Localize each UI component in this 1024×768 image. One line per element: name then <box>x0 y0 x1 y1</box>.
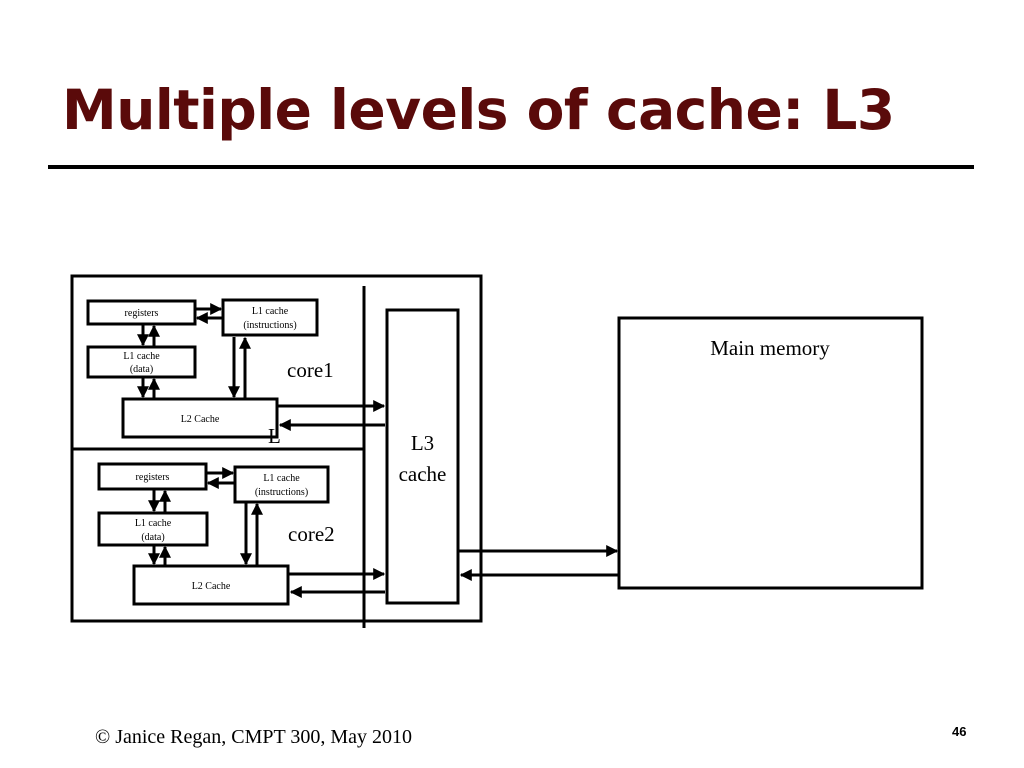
core1-registers-box <box>86 299 197 326</box>
core2-l2-label: L2 Cache <box>192 581 231 592</box>
core2-l1-data-line1: L1 cache <box>135 518 172 529</box>
slide-title: Multiple levels of cache: L3 <box>62 78 895 142</box>
stray-label: L <box>268 424 281 448</box>
core2-l1-instructions-box <box>233 465 330 504</box>
core2-l1-instructions-line1: L1 cache <box>263 473 300 484</box>
core1-l1-instructions-box <box>221 298 319 337</box>
core2-l1-data-box <box>97 511 209 547</box>
core1-group: registers L1 cache (instructions) L1 cac… <box>86 298 386 448</box>
core2-label: core2 <box>288 522 335 546</box>
core2-l1-instructions-line2: (instructions) <box>255 487 308 498</box>
core1-l1-instructions-line2: (instructions) <box>243 320 296 331</box>
core2-l2-box <box>132 564 290 606</box>
core2-registers-box <box>97 462 208 491</box>
core2-registers-label: registers <box>136 472 170 483</box>
core1-l1-instructions-line1: L1 cache <box>252 306 289 317</box>
core2-group: registers L1 cache (instructions) L1 cac… <box>97 462 386 606</box>
core1-l1-data-line2: (data) <box>130 364 153 375</box>
page-number: 46 <box>952 724 967 739</box>
l3-cache-box <box>385 308 460 605</box>
core1-l2-label: L2 Cache <box>181 414 220 425</box>
slide-footer: © Janice Regan, CMPT 300, May 2010 <box>95 726 413 748</box>
title-rule <box>48 165 974 169</box>
core1-l1-data-box <box>86 345 197 379</box>
l3-cache-line1: L3 <box>411 431 434 455</box>
main-memory-box <box>617 316 924 590</box>
core1-l1-data-line1: L1 cache <box>123 351 160 362</box>
core1-registers-label: registers <box>125 308 159 319</box>
core1-l2-box <box>121 397 279 439</box>
main-memory-label: Main memory <box>710 336 830 360</box>
core2-l1-data-line2: (data) <box>141 532 164 543</box>
core1-label: core1 <box>287 358 334 382</box>
l3-cache-line2: cache <box>399 462 447 486</box>
